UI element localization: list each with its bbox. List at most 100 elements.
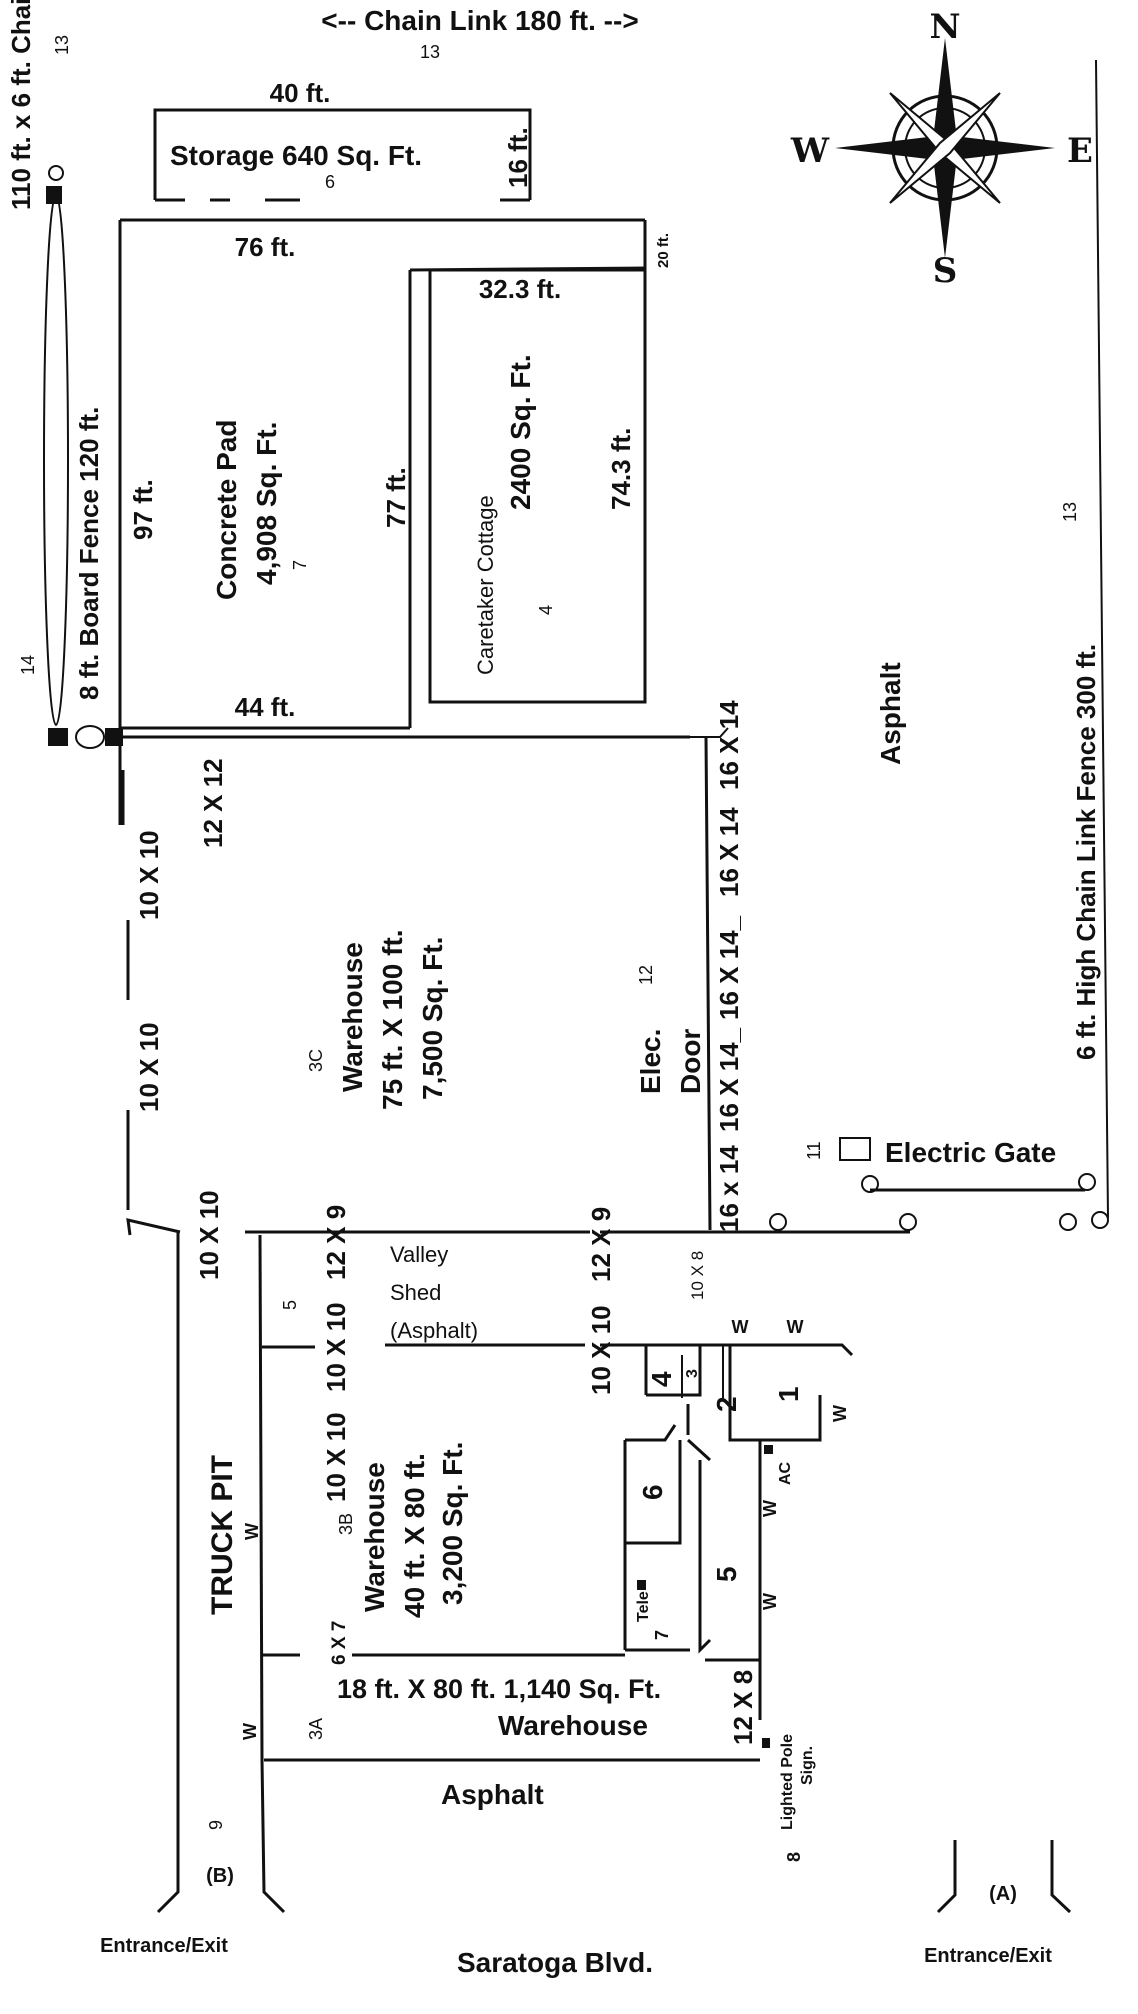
cottage-area: 2400 Sq. Ft. — [505, 354, 536, 510]
door-16x14-e: 16 x 14 — [714, 1145, 744, 1232]
electric-gate — [769, 1137, 1109, 1231]
pad-corner-dim: 20 ft. — [655, 233, 672, 268]
chain-link-fence-left-label: 110 ft. x 6 ft. Chain Link Fence — [6, 0, 36, 210]
truck-pit-number: 9 — [206, 1820, 226, 1830]
warehouse-3b-label: Warehouse — [359, 1462, 390, 1612]
electric-gate-number: 11 — [804, 1141, 824, 1160]
street-label: Saratoga Blvd. — [457, 1947, 653, 1978]
lighted-pole-number: 8 — [784, 1852, 804, 1862]
cottage-label: Caretaker Cottage — [473, 495, 498, 675]
w-marker-5: W — [760, 1593, 780, 1610]
storage-outline — [153, 108, 532, 202]
room-1: 1 — [773, 1386, 804, 1402]
compass-east: E — [1067, 131, 1093, 171]
door-10x8: 10 X 8 — [688, 1251, 707, 1300]
valley-shed-walls — [126, 1218, 590, 1761]
pad-area: 4,908 Sq. Ft. — [251, 422, 282, 585]
door-12x9-valley-2: 12 X 9 — [586, 1207, 616, 1282]
warehouse-3a-dims: 18 ft. X 80 ft. 1,140 Sq. Ft. — [337, 1674, 661, 1704]
east-fence-label: 6 ft. High Chain Link Fence 300 ft. — [1071, 644, 1101, 1060]
fence-number-13-top: 13 — [420, 42, 440, 62]
valley-shed-line3: (Asphalt) — [390, 1318, 478, 1343]
electric-gate-label: Electric Gate — [885, 1137, 1056, 1168]
w-marker-3: W — [830, 1405, 850, 1422]
compass-west: W — [790, 131, 830, 171]
elec-label: Elec. — [635, 1029, 666, 1094]
door-16x14-a: 16 X 14 — [714, 700, 744, 790]
tele-label: Tele — [635, 1591, 652, 1622]
board-fence-number: 14 — [18, 655, 38, 675]
offices-walls — [600, 1343, 854, 1720]
warehouse-3a-label: Warehouse — [498, 1710, 648, 1741]
door-12x12: 12 X 12 — [198, 758, 228, 848]
cottage-width: 32.3 ft. — [479, 274, 561, 304]
ac-label: AC — [777, 1461, 794, 1485]
pad-left-height: 97 ft. — [128, 479, 158, 540]
entrance-a-posts — [936, 1840, 1072, 1914]
pad-bottom-width: 44 ft. — [235, 692, 296, 722]
entrance-b-label: (B) — [206, 1865, 234, 1887]
door-10x10-north: 10 X 10 — [134, 830, 164, 920]
compass-rose — [835, 38, 1055, 258]
door-10x10-valley-4: 10 X 10 — [321, 1412, 351, 1502]
cottage-height: 74.3 ft. — [606, 428, 636, 510]
truck-pit-label: TRUCK PIT — [206, 1455, 239, 1615]
warehouse-3b-dims: 40 ft. X 80 ft. — [399, 1453, 430, 1618]
room-2: 2 — [711, 1396, 742, 1412]
storage-label: Storage 640 Sq. Ft. — [170, 140, 422, 171]
door-12x9-valley-1: 12 X 9 — [321, 1205, 351, 1280]
room-5: 5 — [711, 1566, 742, 1582]
entrance-a-label: (A) — [989, 1883, 1017, 1905]
pad-number: 7 — [290, 560, 310, 570]
storage-height: 16 ft. — [503, 127, 533, 188]
warehouse-3b-area: 3,200 Sq. Ft. — [437, 1442, 468, 1605]
pad-inner-height: 77 ft. — [381, 467, 411, 528]
warehouse-3a-code: 3A — [306, 1718, 326, 1740]
warehouse-3c-area: 7,500 Sq. Ft. — [417, 937, 448, 1100]
entrance-exit-right: Entrance/Exit — [924, 1945, 1052, 1967]
door-16x14-d: 16 X 14_ — [714, 1027, 744, 1132]
truck-pit-w-1: W — [242, 1523, 262, 1540]
w-marker-2: W — [787, 1317, 804, 1337]
compass-north: N — [929, 7, 960, 47]
door-10x10-valley-2: 10 X 10 — [321, 1302, 351, 1392]
room-6: 6 — [637, 1484, 668, 1500]
door-10x10-mid: 10 X 10 — [134, 1022, 164, 1112]
lighted-pole-marker — [762, 1738, 770, 1748]
board-fence — [43, 165, 690, 749]
door-label: Door — [675, 1029, 706, 1094]
east-fence-number: 13 — [1060, 502, 1080, 522]
truck-pit-w-2: W — [240, 1723, 260, 1740]
room-4: 4 — [646, 1371, 677, 1387]
chain-link-top-label: <-- Chain Link 180 ft. --> — [321, 5, 638, 36]
valley-shed-line2: Shed — [390, 1280, 441, 1305]
asphalt-east-label: Asphalt — [875, 662, 906, 765]
door-6x7: 6 X 7 — [329, 1621, 350, 1665]
warehouse-3c-code: 3C — [306, 1049, 326, 1072]
door-12x8: 12 X 8 — [728, 1670, 758, 1745]
storage-width: 40 ft. — [270, 78, 331, 108]
entrance-exit-left: Entrance/Exit — [100, 1935, 228, 1957]
board-fence-label: 8 ft. Board Fence 120 ft. — [74, 407, 104, 700]
door-16x14-c: 16 X 14_ — [714, 915, 744, 1020]
warehouse-3c-dims: 75 ft. X 100 ft. — [377, 929, 408, 1110]
door-10x10-valley-3: 10 X 10 — [586, 1305, 616, 1395]
warehouse-3c-walls — [121, 727, 910, 1234]
room-3: 3 — [684, 1369, 701, 1378]
pad-top-width: 76 ft. — [235, 232, 296, 262]
warehouse-3b-code: 3B — [336, 1513, 356, 1535]
lighted-pole-line1: Lighted Pole — [779, 1734, 796, 1830]
fence-number-13-left: 13 — [52, 35, 72, 55]
storage-number: 6 — [325, 172, 335, 192]
w-marker-1: W — [732, 1317, 749, 1337]
w-marker-4: W — [760, 1500, 780, 1517]
room-7: 7 — [652, 1630, 672, 1640]
warehouse-3c-label: Warehouse — [337, 942, 368, 1092]
door-16x14-b: 16 X 14 — [714, 807, 744, 897]
pad-label: Concrete Pad — [211, 420, 242, 601]
door-10x10-valley-1: 10 X 10 — [194, 1190, 224, 1280]
truck-pit-walls — [156, 1232, 760, 1914]
east-fence-line — [1095, 59, 1109, 1219]
valley-shed-number: 5 — [280, 1300, 300, 1310]
caretaker-cottage-outline — [428, 268, 647, 704]
